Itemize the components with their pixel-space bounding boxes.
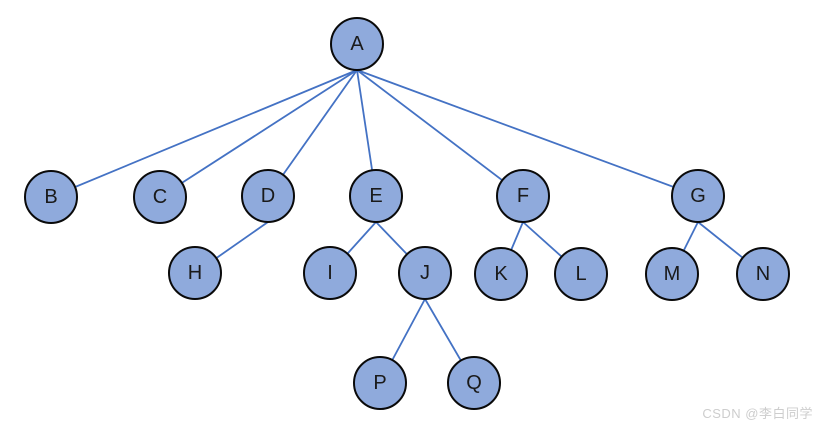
node-label: K	[494, 263, 508, 285]
tree-node-N: N	[736, 247, 790, 301]
tree-node-L: L	[554, 247, 608, 301]
node-label: A	[350, 33, 364, 55]
node-label: C	[152, 186, 168, 208]
node-label: D	[260, 185, 276, 207]
node-label: I	[327, 262, 333, 284]
node-label: Q	[466, 372, 482, 394]
node-label: E	[369, 185, 383, 207]
edge-A-B	[50, 69, 358, 198]
node-label: P	[373, 372, 387, 394]
node-label: F	[516, 185, 530, 207]
tree-node-E: E	[349, 169, 403, 223]
tree-node-F: F	[496, 169, 550, 223]
tree-node-P: P	[353, 356, 407, 410]
watermark: CSDN @李白同学	[702, 406, 813, 421]
node-label: M	[663, 263, 681, 285]
tree-node-H: H	[168, 246, 222, 300]
tree-node-B: B	[24, 170, 78, 224]
tree-node-I: I	[303, 246, 357, 300]
node-label: B	[44, 186, 58, 208]
tree-node-C: C	[133, 170, 187, 224]
tree-node-M: M	[645, 247, 699, 301]
edge-A-C	[159, 69, 358, 198]
edge-A-F	[356, 69, 524, 197]
tree-node-A: A	[330, 17, 384, 71]
tree-node-Q: Q	[447, 356, 501, 410]
node-label: J	[420, 262, 430, 284]
node-label: G	[690, 185, 706, 207]
tree-node-K: K	[474, 247, 528, 301]
tree-node-J: J	[398, 246, 452, 300]
tree-node-G: G	[671, 169, 725, 223]
node-label: L	[575, 263, 587, 285]
node-label: N	[755, 263, 771, 285]
edge-A-G	[356, 69, 699, 197]
tree-node-D: D	[241, 169, 295, 223]
node-label: H	[187, 262, 203, 284]
